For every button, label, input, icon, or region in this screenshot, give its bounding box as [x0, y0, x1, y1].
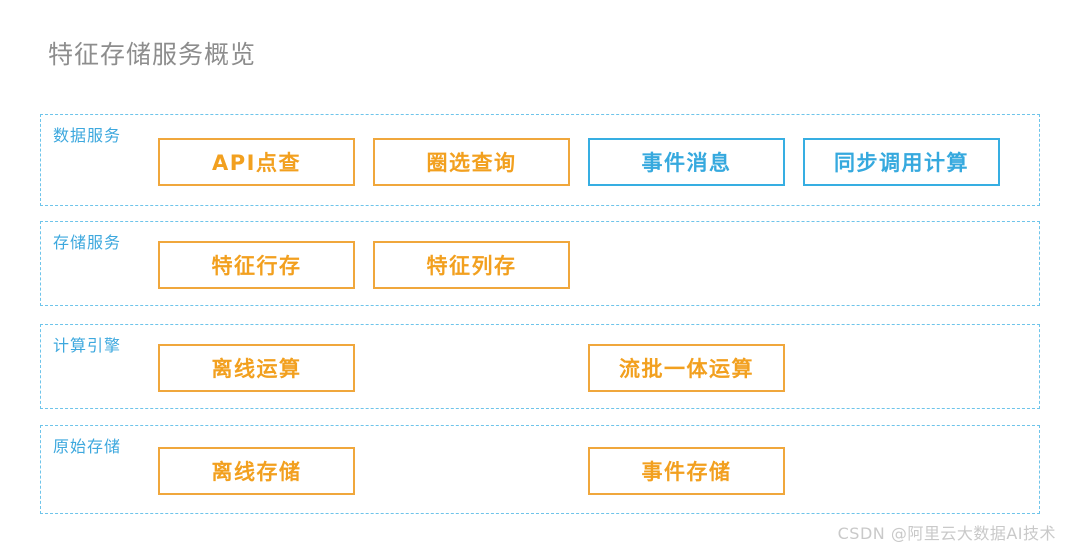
node-api-point-query[interactable]: API点查: [158, 138, 355, 186]
node-segment-query[interactable]: 圈选查询: [373, 138, 570, 186]
node-sync-invoke-compute[interactable]: 同步调用计算: [803, 138, 1000, 186]
layer-label-storage-service: 存储服务: [53, 233, 122, 252]
node-event-storage[interactable]: 事件存储: [588, 447, 785, 495]
page-title: 特征存储服务概览: [48, 40, 257, 69]
watermark: CSDN @阿里云大数据AI技术: [837, 524, 1056, 543]
layer-row-storage-service: 存储服务 特征行存 特征列存: [40, 221, 1040, 306]
layer-label-compute-engine: 计算引擎: [53, 336, 122, 355]
node-offline-storage[interactable]: 离线存储: [158, 447, 355, 495]
node-event-message[interactable]: 事件消息: [588, 138, 785, 186]
layer-label-data-service: 数据服务: [53, 126, 122, 145]
layer-row-data-service: 数据服务 API点查 圈选查询 事件消息 同步调用计算: [40, 114, 1040, 206]
node-stream-batch-unified-compute[interactable]: 流批一体运算: [588, 344, 785, 392]
layer-row-raw-storage: 原始存储 离线存储 事件存储: [40, 425, 1040, 514]
node-feature-column-store[interactable]: 特征列存: [373, 241, 570, 289]
layer-label-raw-storage: 原始存储: [53, 437, 122, 456]
layer-row-compute-engine: 计算引擎 离线运算 流批一体运算: [40, 324, 1040, 409]
node-feature-row-store[interactable]: 特征行存: [158, 241, 355, 289]
node-offline-compute[interactable]: 离线运算: [158, 344, 355, 392]
